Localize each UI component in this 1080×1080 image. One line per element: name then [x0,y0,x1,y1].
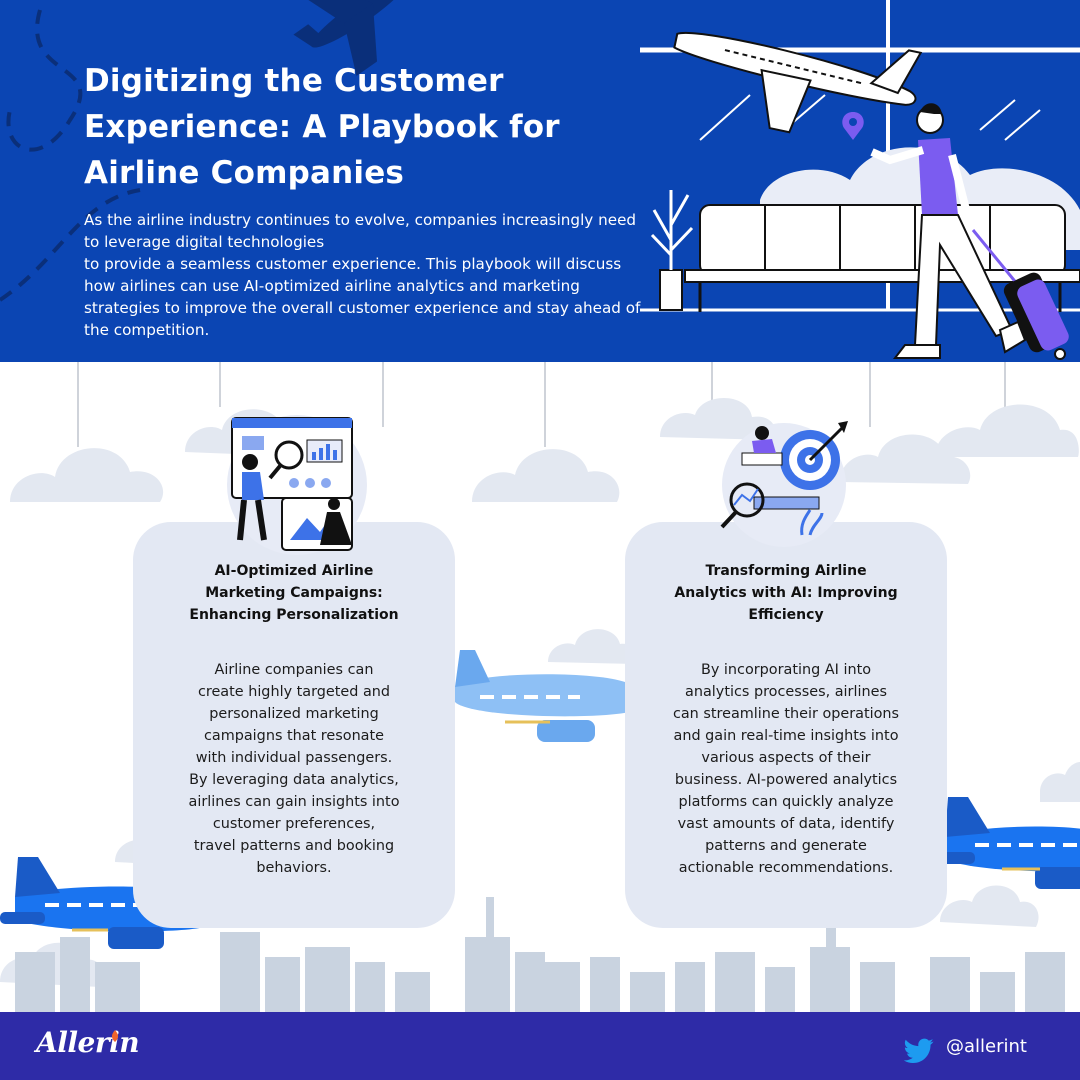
intro-line: to provide a seamless customer experienc… [84,255,622,273]
cloud-icon [10,448,164,502]
analytics-target-illustration [720,421,848,547]
card-title-line: Enhancing Personalization [189,607,399,623]
intro-line: strategies to improve the overall custom… [84,299,641,317]
cloud-icon [935,404,1079,457]
city-skyline [15,897,1065,1012]
airplane-icon [455,650,630,742]
airplane-icon [673,31,923,134]
marketing-dashboard-illustration [227,415,367,555]
card-body-line: By leveraging data analytics, [189,772,399,788]
card-body-line: with individual passengers. [195,750,393,766]
twitter-handle[interactable]: @allerint [946,1036,1027,1057]
cloud-icon [940,885,1039,927]
card-body-line: behaviors. [256,860,332,876]
intro-line: the competition. [84,321,210,339]
suitcase-icon [971,229,1069,360]
title-line: Airline Companies [84,155,405,191]
intro-line: to leverage digital technologies [84,233,325,251]
cloud-icon [1040,762,1080,802]
page-title: Digitizing the Customer Experience: A Pl… [84,58,624,196]
plane-silhouette-icon [293,0,411,76]
card-body-line: customer preferences, [212,816,376,832]
allerin-logo[interactable]: Allerin [36,1026,140,1059]
header-decoration [0,0,411,302]
card-body: Airline companies can create highly targ… [133,659,455,879]
location-pin-icon [842,112,864,140]
card-body-line: vast amounts of data, identify [677,816,895,832]
card-body-line: patterns and generate [705,838,867,854]
cloud-icon [660,397,776,440]
analytics-card: Transforming Airline Analytics with AI: … [625,522,947,928]
intro-line: As the airline industry continues to evo… [84,211,637,229]
hanging-strings-decoration [77,362,1006,447]
card-title: Transforming Airline Analytics with AI: … [625,560,947,626]
footer-bar [0,1012,1080,1080]
card-body-line: business. AI-powered analytics [674,772,898,788]
intro-paragraph: As the airline industry continues to evo… [84,209,654,341]
card-body-line: platforms can quickly analyze [678,794,894,810]
card-body-line: actionable recommendations. [678,860,894,876]
card-body-line: analytics processes, airlines [685,684,887,700]
twitter-bird-icon[interactable] [904,1038,934,1064]
cloud-icon [472,449,620,502]
intro-line: how airlines can use AI-optimized airlin… [84,277,580,295]
title-line: Digitizing the Customer [84,63,504,99]
cloud-icon [548,629,637,664]
card-title-line: Efficiency [748,607,824,623]
card-body-line: personalized marketing [209,706,379,722]
card-body-line: campaigns that resonate [203,728,385,744]
card-body-line: travel patterns and booking [193,838,395,854]
sky-background [0,362,1080,1012]
card-title-line: Transforming Airline [705,563,867,579]
card-body-line: create highly targeted and [197,684,391,700]
card-title-line: Marketing Campaigns: [205,585,383,601]
card-body-line: Airline companies can [214,662,374,678]
card-body-line: and gain real-time insights into [673,728,899,744]
card-title-line: Analytics with AI: Improving [674,585,898,601]
airplane-icon [930,797,1080,889]
plant-icon [650,190,694,311]
logo-flame-icon [111,1030,119,1042]
marketing-campaigns-card: AI-Optimized Airline Marketing Campaigns… [133,522,455,928]
card-body-line: By incorporating AI into [700,662,872,678]
card-body-line: various aspects of their [701,750,871,766]
card-title-line: AI-Optimized Airline [214,563,374,579]
airport-traveler-illustration [640,0,1080,360]
title-line: Experience: A Playbook for [84,109,560,145]
card-body-line: can streamline their operations [672,706,900,722]
traveler-person-icon [870,103,1027,359]
card-title: AI-Optimized Airline Marketing Campaigns… [133,560,455,626]
header-banner: Digitizing the Customer Experience: A Pl… [0,0,1080,362]
card-body: By incorporating AI into analytics proce… [625,659,947,879]
card-body-line: airlines can gain insights into [188,794,400,810]
